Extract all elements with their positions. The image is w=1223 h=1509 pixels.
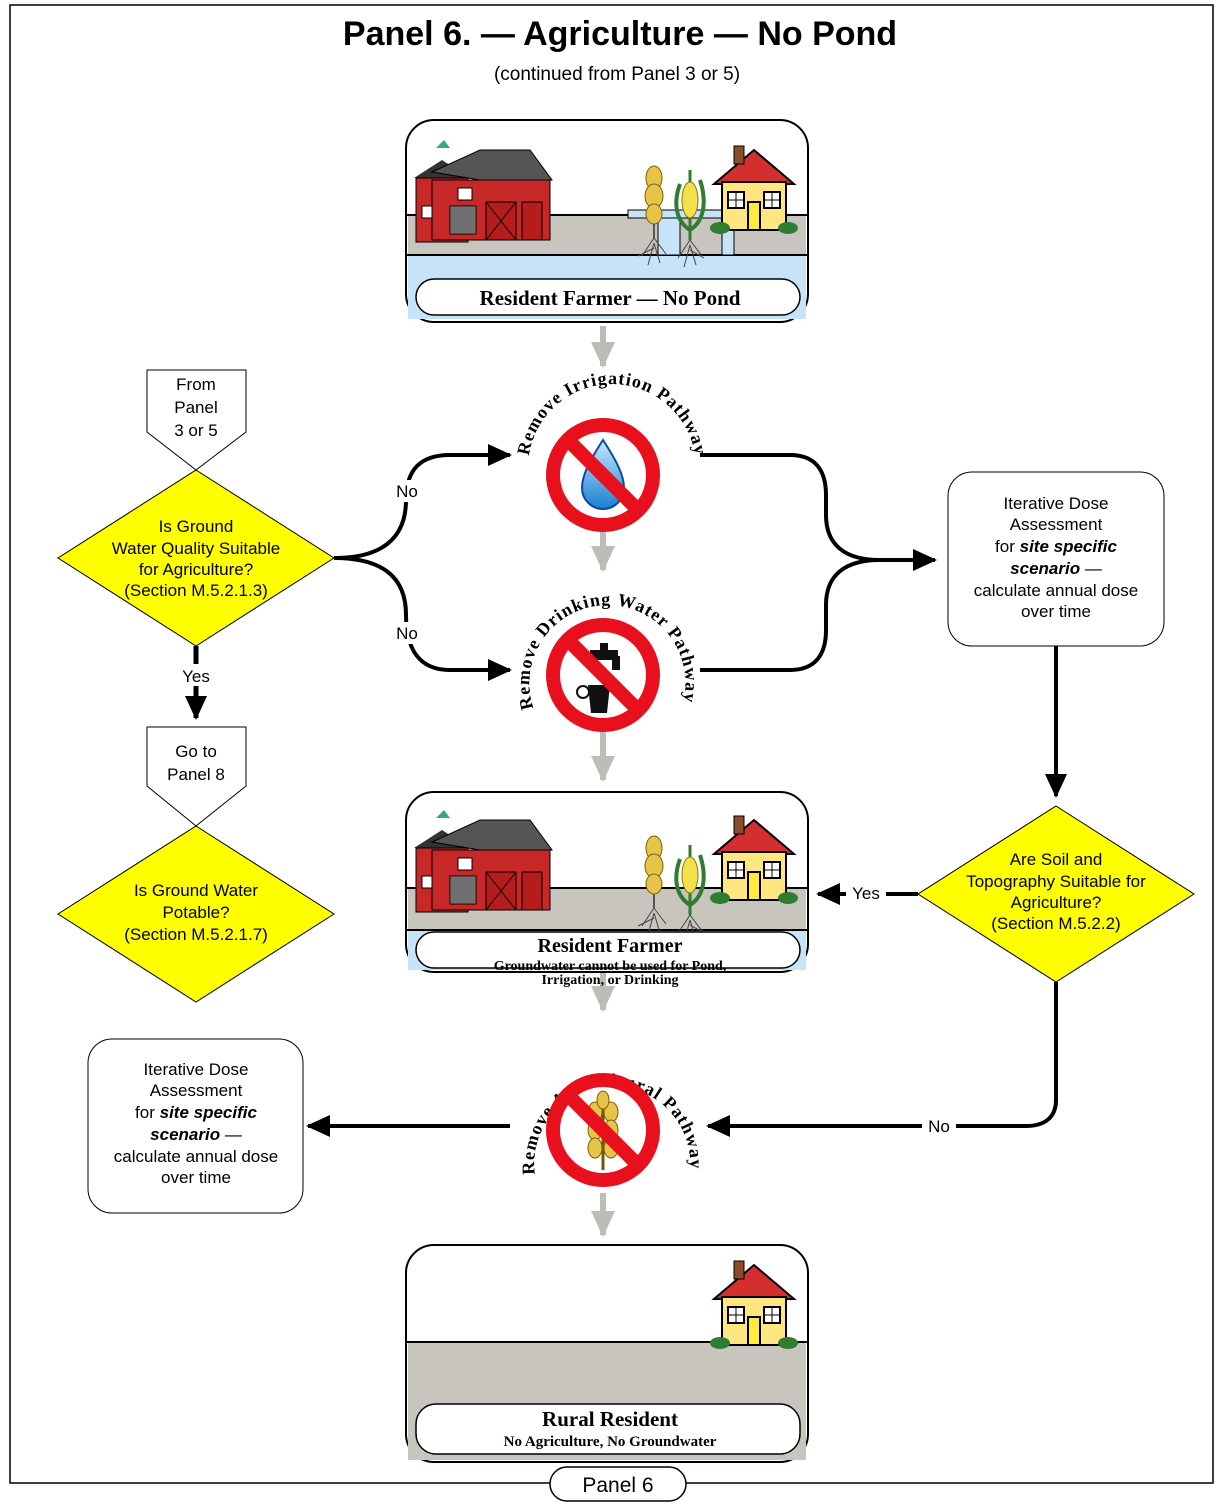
dose-text: for site specific: [135, 1103, 257, 1122]
decision-text: (Section M.5.2.1.7): [124, 925, 268, 944]
dose-text: Iterative Dose: [144, 1060, 249, 1079]
dose-text: over time: [1021, 602, 1091, 621]
dose-text: Iterative Dose: [1004, 494, 1109, 513]
connector-text: 3 or 5: [174, 421, 217, 440]
no-arrow-irrigation: [333, 444, 512, 560]
no-label: No: [396, 482, 418, 501]
connector-text: From: [176, 375, 216, 394]
connector-text: Panel: [174, 398, 217, 417]
merge-arrow-irrigation: [700, 453, 937, 571]
goto-panel-connector: Go to Panel 8: [146, 726, 247, 827]
panel-tab: Panel 6: [549, 1466, 687, 1502]
dose-text: over time: [161, 1168, 231, 1187]
scene-caption: Resident Farmer — No Pond: [480, 286, 741, 310]
scene-caption: Resident Farmer: [538, 935, 683, 957]
connector-text: Panel 8: [167, 765, 225, 784]
decision-gw-quality: Is Ground Water Quality Suitable for Agr…: [57, 469, 335, 647]
dose-assessment-box-left: Iterative Dose Assessment for site speci…: [87, 1038, 304, 1214]
no-label: No: [396, 624, 418, 643]
scene-resident-farmer: Resident Farmer Groundwater cannot be us…: [405, 791, 809, 988]
dose-assessment-box-right: Iterative Dose Assessment for site speci…: [947, 471, 1165, 647]
connector-text: Go to: [175, 742, 217, 761]
remove-agricultural-pathway: Remove Agricultural Pathway: [518, 1070, 705, 1187]
decision-soil-topography: Are Soil and Topography Suitable for Agr…: [917, 805, 1195, 983]
decision-text: (Section M.5.2.2): [991, 914, 1120, 933]
panel-tab-label: Panel 6: [582, 1474, 653, 1497]
decision-text: Potable?: [162, 903, 229, 922]
decision-text: Water Quality Suitable: [112, 539, 281, 558]
scene-caption-detail: No Agriculture, No Groundwater: [504, 1434, 717, 1450]
faucet-icon: [576, 643, 620, 713]
decision-text: (Section M.5.2.1.3): [124, 581, 268, 600]
decision-gw-potable: Is Ground Water Potable? (Section M.5.2.…: [57, 825, 335, 1003]
yes-label: Yes: [182, 667, 210, 686]
no-label: No: [928, 1117, 950, 1136]
dose-text: Assessment: [150, 1081, 243, 1100]
decision-text: Is Ground: [159, 517, 234, 536]
scene-caption-detail: Groundwater cannot be used for Pond,: [494, 959, 727, 974]
decision-text: for Agriculture?: [139, 560, 253, 579]
yes-label: Yes: [852, 884, 880, 903]
decision-text: Topography Suitable for: [966, 872, 1146, 891]
scene-caption: Rural Resident: [542, 1407, 678, 1431]
dose-text: calculate annual dose: [114, 1147, 278, 1166]
remove-drinking-water-pathway: Remove Drinking Water Pathway: [513, 589, 701, 732]
dose-text: for site specific: [995, 537, 1117, 556]
dose-text: scenario —: [1010, 559, 1102, 578]
scene-resident-farmer-no-pond: Resident Farmer — No Pond: [405, 119, 809, 323]
remove-irrigation-pathway: Remove Irrigation Pathway: [513, 368, 710, 532]
from-panel-connector: From Panel 3 or 5: [146, 369, 247, 471]
page-subtitle: (continued from Panel 3 or 5): [494, 64, 740, 85]
dose-text: scenario —: [150, 1125, 242, 1144]
dose-text: calculate annual dose: [974, 581, 1138, 600]
decision-text: Are Soil and: [1010, 850, 1103, 869]
scene-rural-resident: Rural Resident No Agriculture, No Ground…: [405, 1244, 809, 1463]
decision-text: Is Ground Water: [134, 881, 258, 900]
dose-text: Assessment: [1010, 515, 1103, 534]
decision-text: Agriculture?: [1011, 893, 1102, 912]
no-arrow-drinking: [333, 556, 512, 681]
page-title: Panel 6. — Agriculture — No Pond: [343, 15, 897, 53]
no-arrow-agricultural: [706, 982, 1058, 1137]
merge-arrow-drinking: [700, 558, 881, 672]
scene-caption-detail: Irrigation, or Drinking: [541, 973, 678, 988]
